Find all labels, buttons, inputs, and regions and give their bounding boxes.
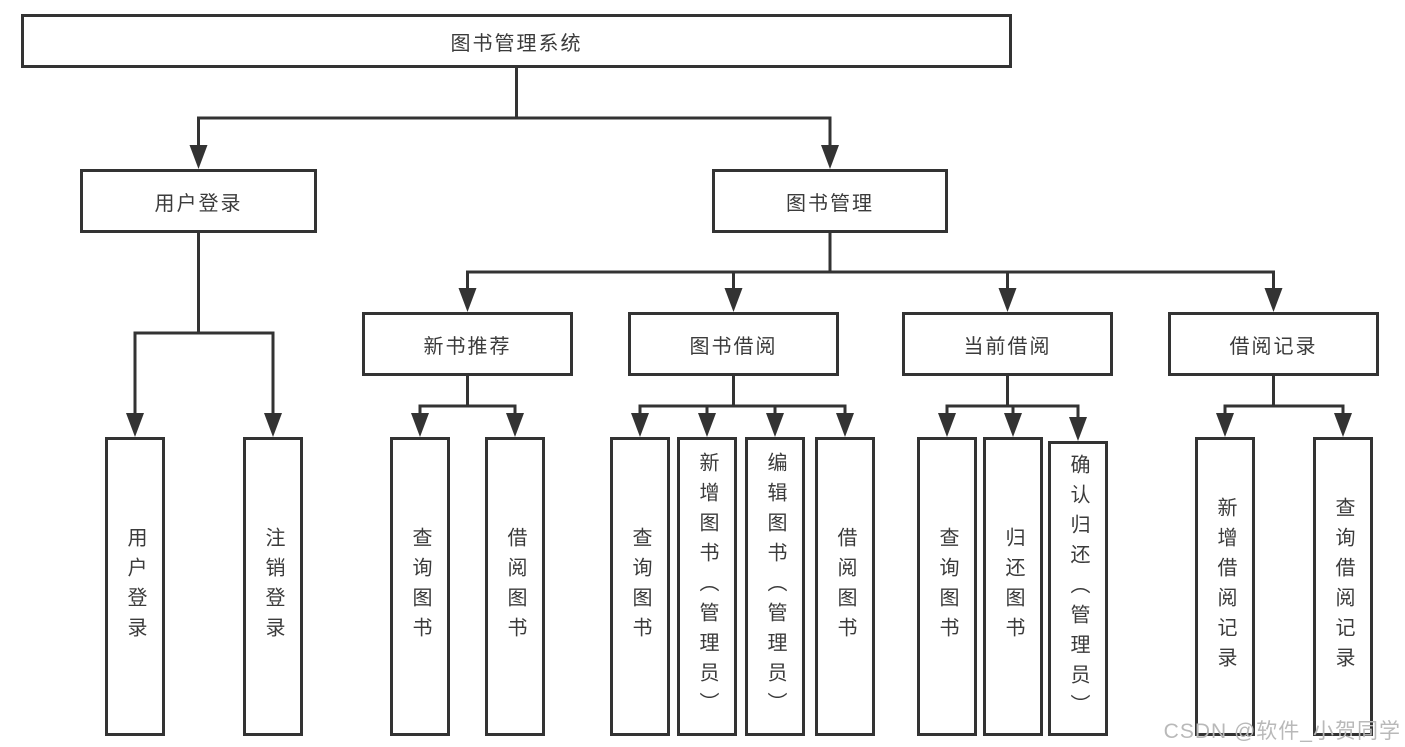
leaf-borrowing-query-books: 查询图书	[610, 437, 670, 736]
leaf-newbook-query-books: 查询图书	[390, 437, 450, 736]
leaf-user-login: 用户登录	[105, 437, 165, 736]
csdn-watermark: CSDN @软件_小贺同学	[1163, 720, 1401, 743]
leaf-label: 新增图书（管理员）	[696, 451, 718, 722]
leaf-label: 编辑图书（管理员）	[764, 451, 786, 722]
leaf-label: 归还图书	[1002, 526, 1024, 647]
leaf-label: 借阅图书	[834, 526, 856, 647]
leaf-borrowing-add-books-admin: 新增图书（管理员）	[677, 437, 737, 736]
node-label: 借阅记录	[1229, 335, 1318, 358]
node-book-management: 图书管理	[712, 169, 948, 233]
leaf-current-confirm-return-admin: 确认归还（管理员）	[1048, 441, 1108, 736]
leaf-label: 查询图书	[409, 526, 431, 647]
node-label: 用户登录	[154, 192, 243, 215]
leaf-current-return-books: 归还图书	[983, 437, 1043, 736]
node-library-management-system: 图书管理系统	[21, 14, 1012, 68]
leaf-newbook-borrow-books: 借阅图书	[485, 437, 545, 736]
leaf-label: 用户登录	[124, 526, 146, 647]
node-label: 当前借阅	[963, 335, 1052, 358]
node-current-borrowing: 当前借阅	[902, 312, 1113, 376]
leaf-label: 注销登录	[262, 526, 284, 647]
leaf-current-query-books: 查询图书	[917, 437, 977, 736]
leaf-label: 确认归还（管理员）	[1067, 453, 1089, 724]
node-user-login: 用户登录	[80, 169, 317, 233]
node-new-book-recommend: 新书推荐	[362, 312, 573, 376]
node-borrow-records: 借阅记录	[1168, 312, 1379, 376]
leaf-logout: 注销登录	[243, 437, 303, 736]
leaf-borrowing-borrow-books: 借阅图书	[815, 437, 875, 736]
node-label: 新书推荐	[423, 335, 512, 358]
leaf-label: 新增借阅记录	[1214, 496, 1236, 677]
node-label: 图书借阅	[689, 335, 778, 358]
node-book-borrowing: 图书借阅	[628, 312, 839, 376]
node-label: 图书管理	[786, 192, 874, 215]
leaf-label: 查询图书	[936, 526, 958, 647]
leaf-label: 查询借阅记录	[1332, 496, 1354, 677]
leaf-records-query-record: 查询借阅记录	[1313, 437, 1373, 736]
leaf-label: 借阅图书	[504, 526, 526, 647]
leaf-label: 查询图书	[629, 526, 651, 647]
node-label: 图书管理系统	[450, 32, 583, 55]
leaf-borrowing-edit-books-admin: 编辑图书（管理员）	[745, 437, 805, 736]
leaf-records-add-record: 新增借阅记录	[1195, 437, 1255, 736]
